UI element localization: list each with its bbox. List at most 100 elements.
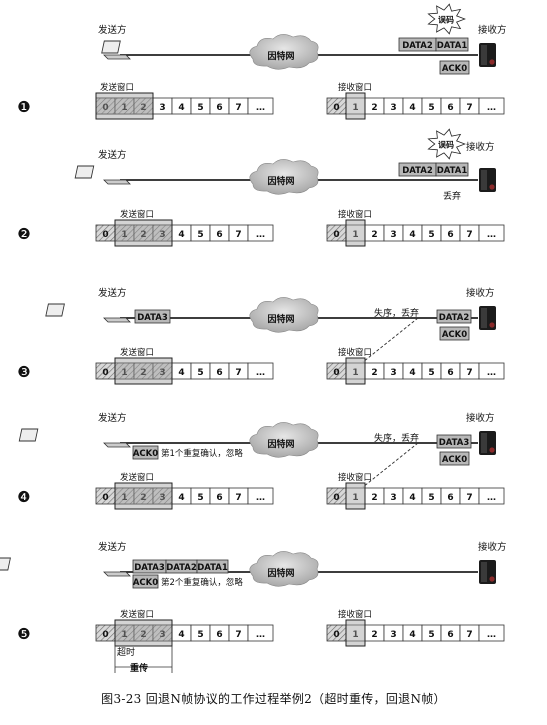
send-seq-cell-label: … (256, 493, 265, 503)
send-seq-sent-label: 3 (159, 230, 165, 240)
send-seq-cell-label: 6 (216, 368, 222, 378)
send-window-shade (114, 357, 173, 385)
error-burst (427, 128, 466, 160)
send-seq-cell (247, 97, 274, 115)
send-seq-cell-label: … (256, 103, 265, 113)
sender-label: 发送方 (98, 149, 127, 161)
laptop-screen (0, 557, 11, 571)
sender-ack-label: ACK0 (133, 578, 158, 588)
recv-seq-cell (478, 624, 505, 642)
recv-seq-cell-label: 2 (371, 630, 377, 640)
step-marker: ❷ (17, 225, 30, 243)
internet-label: 因特网 (267, 50, 294, 62)
sender-frame-data3-label: DATA3 (134, 563, 165, 573)
receiver-ack-box (439, 451, 470, 466)
recv-seq-cell-label: 5 (428, 493, 434, 503)
send-seq-sent-label: 1 (121, 630, 127, 640)
sender-ack-label: ACK0 (133, 449, 158, 459)
recv-seq-cell-label: 2 (371, 493, 377, 503)
internet-label: 因特网 (267, 175, 294, 187)
receiver-label: 接收方 (478, 541, 507, 553)
receiver-label: 接收方 (478, 24, 507, 36)
internet-cloud (249, 34, 319, 70)
recv-seq-cell-label: 6 (447, 630, 453, 640)
recv-window-shade (345, 219, 366, 247)
recv-seq-cell-label: 1 (352, 630, 358, 640)
recv-seq-cell-label: 1 (352, 493, 358, 503)
internet-cloud (249, 422, 319, 458)
laptop-screen (45, 303, 65, 317)
recv-seq-cell-label: 0 (333, 368, 339, 378)
sender-frame-data3-box (134, 309, 171, 324)
receiver-note: 失序，丢弃 (374, 432, 419, 444)
receiver-note: 丢弃 (443, 190, 461, 202)
recv-seq-cell-label: 5 (428, 103, 434, 113)
recv-seq-cell-label: 7 (466, 493, 472, 503)
recv-seq-cell (478, 487, 505, 505)
receiver-frame-data3-box (436, 434, 472, 449)
receiver-ack-label: ACK0 (442, 330, 467, 340)
receiver-frame-data2-label: DATA2 (402, 166, 433, 176)
recv-seq-cell-label: 3 (390, 630, 396, 640)
receiver-frame-data2-label: DATA2 (439, 313, 470, 323)
timeout-label: 超时 (117, 646, 135, 658)
send-seq-sent-label: 2 (140, 230, 146, 240)
receiver-label: 接收方 (466, 287, 495, 299)
step-3: 发送方接收方因特网DATA2ACK0失序，丢弃DATA3❸发送窗口0123456… (17, 287, 505, 385)
send-seq-cell-label: 4 (178, 368, 184, 378)
recv-seq-cell-label: 4 (409, 630, 415, 640)
recv-seq-cell-label: 0 (333, 230, 339, 240)
send-window-label: 发送窗口 (120, 209, 154, 220)
server-light (489, 576, 495, 582)
send-seq-sent-label: 1 (121, 368, 127, 378)
send-seq-cell-label: 7 (235, 493, 241, 503)
internet-cloud (249, 551, 319, 587)
recv-seq-cell-label: 4 (409, 493, 415, 503)
recv-seq-cell-label: 3 (390, 230, 396, 240)
internet-label: 因特网 (267, 567, 294, 579)
laptop-base (103, 571, 131, 577)
send-window-shade (114, 482, 173, 510)
receiver-frame-data1-label: DATA1 (437, 41, 468, 51)
send-window-label: 发送窗口 (120, 347, 154, 358)
recv-seq-cell-label: … (487, 368, 496, 378)
step-marker: ❸ (17, 363, 30, 381)
recv-seq-cell (478, 362, 505, 380)
send-seq-sent-label: 0 (102, 103, 108, 113)
send-seq-sent-label: 3 (159, 630, 165, 640)
sender-label: 发送方 (98, 541, 127, 553)
sender-frame-data1-label: DATA1 (197, 563, 228, 573)
internet-cloud (249, 159, 319, 195)
recv-seq-cell-label: 1 (352, 368, 358, 378)
recv-window-shade (345, 92, 366, 120)
send-seq-cell-label: 4 (178, 493, 184, 503)
recv-seq-cell-label: 4 (409, 368, 415, 378)
step-2: 发送方接收方因特网误码DATA2DATA1丢弃❷发送窗口01234567…123… (17, 128, 505, 247)
recv-seq-cell-label: 5 (428, 230, 434, 240)
recv-seq-cell-label: 7 (466, 630, 472, 640)
recv-window-label: 接收窗口 (338, 472, 372, 483)
send-seq-cell-label: 0 (102, 630, 108, 640)
sender-note: 第1个重复确认，忽略 (161, 448, 243, 459)
send-seq-cell-label: 0 (102, 493, 108, 503)
sender-label: 发送方 (98, 412, 127, 424)
recv-seq-cell-label: 6 (447, 230, 453, 240)
send-seq-sent-label: 2 (140, 493, 146, 503)
send-seq-cell-label: 6 (216, 230, 222, 240)
sender-frame-data3-label: DATA3 (137, 313, 168, 323)
send-seq-cell-label: 5 (197, 103, 203, 113)
send-seq-cell-label: 5 (197, 493, 203, 503)
send-seq-cell-label: 3 (159, 103, 165, 113)
send-seq-cell-label: 5 (197, 368, 203, 378)
laptop-screen (74, 165, 95, 179)
step-1: 发送方接收方因特网误码DATA2DATA1ACK0❶发送窗口01234567…0… (17, 3, 507, 120)
step-marker: ❶ (17, 98, 30, 116)
sender-frame-data1-box (196, 559, 229, 574)
recv-seq-cell-label: 6 (447, 103, 453, 113)
recv-seq-cell-label: 0 (333, 630, 339, 640)
recv-seq-cell-label: 0 (333, 493, 339, 503)
send-window-label: 发送窗口 (120, 472, 154, 483)
send-seq-cell-label: 4 (178, 230, 184, 240)
step-marker: ❹ (17, 488, 30, 506)
ack-dashed-link (362, 317, 419, 363)
